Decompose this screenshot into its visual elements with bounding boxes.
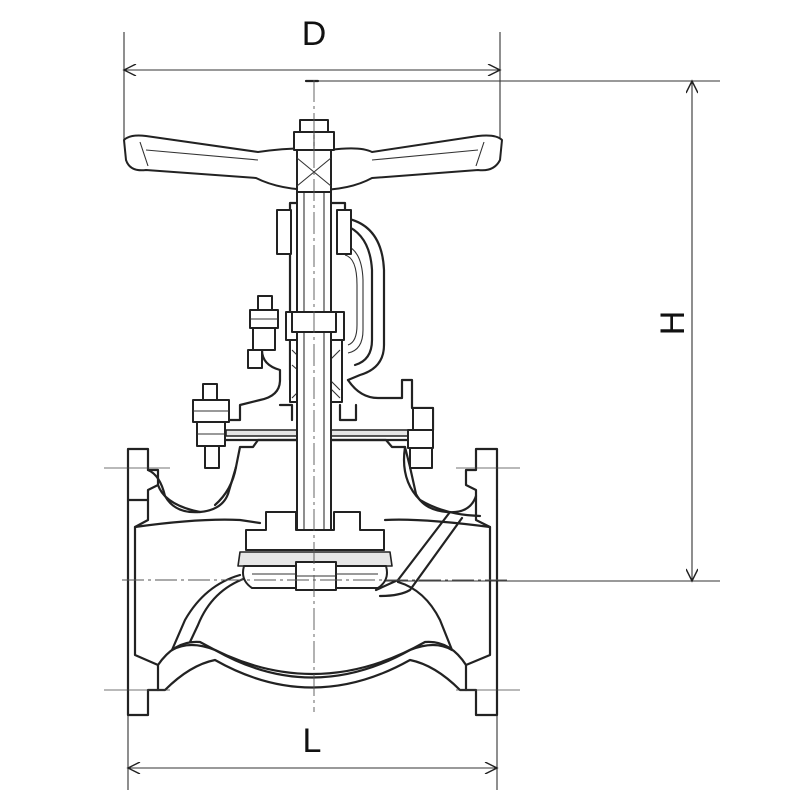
dimension-d: D (124, 15, 500, 140)
dimension-h: H (312, 81, 720, 581)
gland-bolt-left (247, 295, 279, 369)
center-lines (104, 80, 520, 712)
dimension-l: L (128, 700, 497, 790)
valve-body (126, 438, 499, 717)
body-bolt-left (192, 383, 230, 469)
body-bolt-right (407, 407, 434, 469)
dimension-h-label: H (654, 311, 692, 336)
handwheel (123, 79, 503, 193)
dimension-d-label: D (302, 15, 327, 53)
valve-disc (237, 511, 393, 591)
dimension-l-label: L (303, 722, 322, 760)
